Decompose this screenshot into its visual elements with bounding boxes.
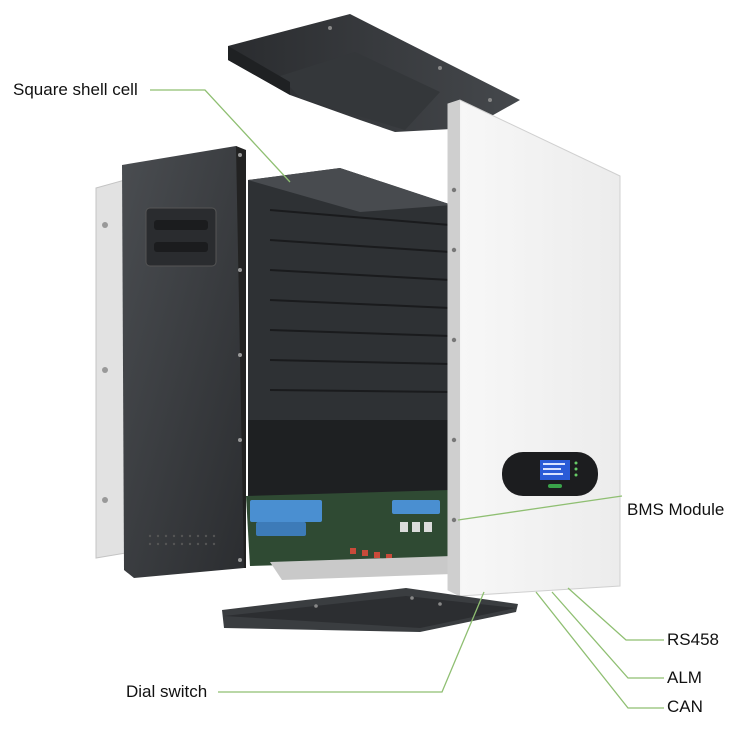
bottom-cover	[222, 588, 518, 632]
leader-line-alm	[551, 591, 664, 679]
leader-line-square-shell-cell	[150, 89, 291, 183]
battery-cell-stack	[248, 168, 452, 500]
label-square-shell-cell: Square shell cell	[13, 80, 138, 99]
leader-line-bms-module	[457, 495, 623, 521]
leader-line-can	[535, 591, 664, 709]
front-panel	[447, 99, 621, 597]
side-cover	[122, 146, 246, 578]
bms-board	[246, 490, 452, 580]
label-bms-module: BMS Module	[627, 500, 725, 519]
label-can: CAN	[667, 697, 703, 716]
leader-line-dial-switch	[218, 591, 485, 693]
leader-line-rs458	[567, 587, 664, 641]
top-cover	[228, 14, 520, 132]
label-dial-switch: Dial switch	[126, 682, 208, 701]
lcd-display-module	[502, 452, 598, 496]
label-rs458: RS458	[667, 630, 719, 649]
label-alm: ALM	[667, 668, 702, 687]
